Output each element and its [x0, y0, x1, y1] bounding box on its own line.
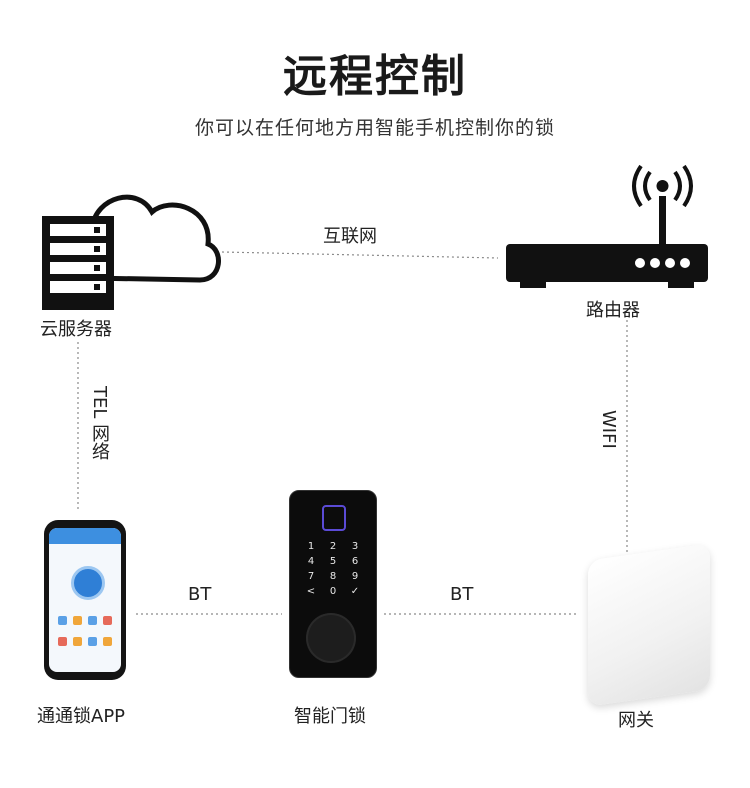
- keypad-key: 2: [329, 541, 337, 552]
- gateway-label: 网关: [618, 710, 654, 731]
- gateway-image: [588, 543, 710, 707]
- cloud-server-label: 云服务器: [40, 319, 112, 340]
- keypad-key: ✓: [350, 586, 360, 597]
- keypad-key: 9: [351, 571, 359, 582]
- app-menu-grid: [55, 612, 115, 654]
- router-label: 路由器: [586, 300, 640, 321]
- app-header-bar: [49, 528, 121, 544]
- page-title: 远程控制: [283, 51, 467, 102]
- fingerprint-sensor: [322, 505, 346, 531]
- app-label: 通通锁APP: [37, 706, 126, 727]
- keypad-key: 0: [329, 586, 337, 597]
- keypad-key: 3: [351, 541, 359, 552]
- keypad-key: 1: [307, 541, 315, 552]
- tel-network-label: TEL 网络: [89, 386, 110, 461]
- lock-knob: [306, 613, 356, 663]
- wifi-label: WIFI: [598, 410, 619, 449]
- keypad-key: <: [306, 586, 316, 597]
- smart-lock-label: 智能门锁: [294, 706, 366, 727]
- keypad-key: 6: [351, 556, 359, 567]
- cloud-server-icon: [42, 194, 221, 310]
- lock-keypad: 1 2 3 4 5 6 7 8 9 < 0 ✓: [300, 541, 366, 597]
- keypad-key: 8: [329, 571, 337, 582]
- internet-link: [221, 251, 499, 259]
- page-subtitle: 你可以在任何地方用智能手机控制你的锁: [194, 117, 555, 139]
- smart-lock-image: 1 2 3 4 5 6 7 8 9 < 0 ✓: [289, 490, 377, 678]
- smartphone-image: [44, 520, 126, 680]
- internet-label: 互联网: [323, 226, 377, 247]
- router-icon: [506, 164, 708, 288]
- bt-left-label: BT: [188, 584, 212, 605]
- app-screen: [49, 528, 121, 672]
- bt-right-label: BT: [450, 584, 474, 605]
- keypad-key: 7: [307, 571, 315, 582]
- lock-icon: [71, 566, 105, 600]
- keypad-key: 4: [307, 556, 315, 567]
- keypad-key: 5: [329, 556, 337, 567]
